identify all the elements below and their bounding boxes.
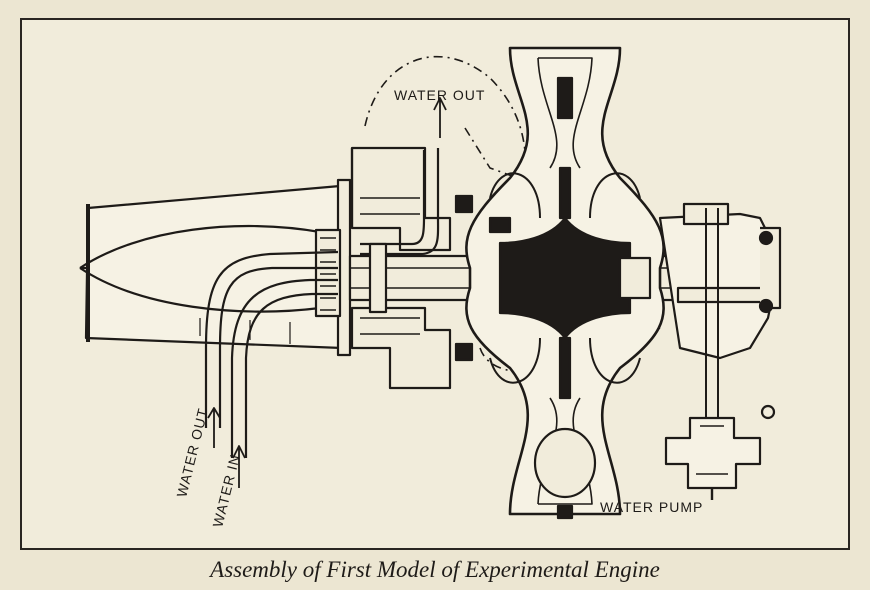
- rotor-disc: [498, 166, 632, 400]
- intake-flange: [314, 178, 352, 357]
- lower-housing: [350, 306, 452, 390]
- label-water-pump: WATER PUMP: [600, 499, 703, 515]
- engine-assembly-drawing: WATER OUT WATER OUT WATER IN WATER PUMP: [79, 46, 782, 529]
- figure-caption: Assembly of First Model of Experimental …: [210, 557, 660, 582]
- top-water-tube: [360, 97, 447, 256]
- label-water-in: WATER IN: [209, 452, 243, 529]
- water-arrows-left: [207, 407, 246, 488]
- upper-housing: [350, 146, 452, 252]
- bearing-blocks: [454, 194, 652, 362]
- label-water-out-left: WATER OUT: [173, 406, 211, 499]
- gearbox-housing: [658, 202, 782, 418]
- water-pump: [664, 404, 776, 500]
- label-water-out-top: WATER OUT: [394, 87, 485, 103]
- water-tubes: [204, 250, 339, 458]
